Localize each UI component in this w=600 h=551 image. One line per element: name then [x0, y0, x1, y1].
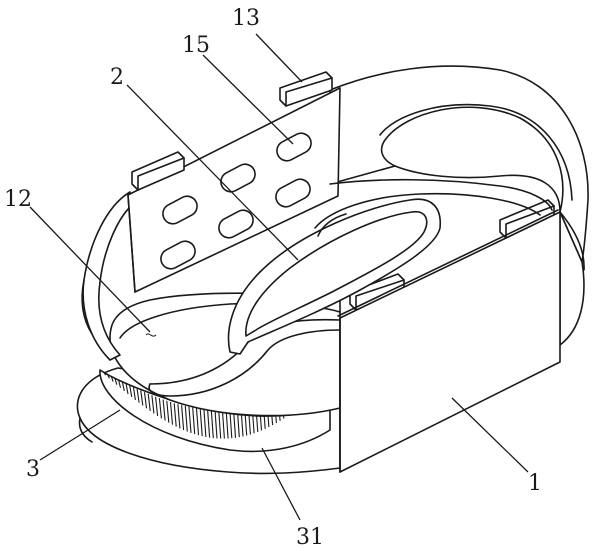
knurl-line — [195, 408, 200, 436]
knurl-line — [166, 400, 170, 423]
knurl-line — [229, 409, 233, 439]
label-12: 12 — [4, 187, 32, 212]
front-block — [337, 209, 561, 473]
knurl-line — [110, 375, 114, 382]
knurl-line — [177, 404, 181, 429]
label-15: 15 — [182, 33, 210, 58]
knurl-line — [117, 379, 122, 388]
knurl-line — [106, 373, 110, 379]
knurl-line — [225, 409, 229, 439]
knurl-line — [221, 409, 225, 439]
panel-slots — [160, 132, 312, 270]
knurl-line — [147, 393, 151, 411]
knurl-line — [210, 409, 214, 439]
knurl-line — [218, 409, 222, 439]
knurl-line — [203, 409, 207, 438]
knurl-line — [184, 406, 188, 432]
label-31: 31 — [296, 525, 324, 550]
knurl-line — [188, 406, 192, 433]
knurl-line — [162, 399, 166, 421]
knurl-line — [136, 388, 140, 403]
knurl-line — [214, 409, 218, 439]
label-3: 3 — [26, 457, 40, 482]
knurl-line — [169, 402, 174, 425]
label-2: 2 — [110, 65, 124, 90]
knurl-line — [155, 396, 159, 416]
label-13: 13 — [232, 6, 260, 31]
handle — [227, 198, 441, 355]
left-wall — [81, 191, 133, 361]
knurl-line — [121, 381, 125, 392]
knurl-line — [140, 390, 144, 406]
top-clips — [131, 71, 555, 311]
knurl-line — [207, 409, 211, 438]
label-1: 1 — [528, 471, 542, 496]
knurl-line — [192, 407, 196, 435]
reference-labels: 13 15 2 12 3 31 1 — [4, 6, 542, 550]
knurl-line — [132, 387, 136, 400]
knurl-line — [143, 392, 148, 409]
back-wall — [329, 65, 589, 346]
back-panel — [127, 87, 341, 293]
inner-disc — [314, 178, 553, 229]
knurl-line — [103, 371, 107, 376]
knurl-line — [114, 377, 118, 385]
knurl-line — [129, 385, 133, 397]
knurl-line — [158, 398, 162, 419]
knurl-line — [125, 383, 129, 395]
leader-lines — [29, 33, 529, 521]
knurl-line — [199, 408, 203, 437]
knurl-line — [181, 405, 185, 431]
knurl-line — [151, 395, 155, 414]
knurl-line — [173, 403, 177, 427]
